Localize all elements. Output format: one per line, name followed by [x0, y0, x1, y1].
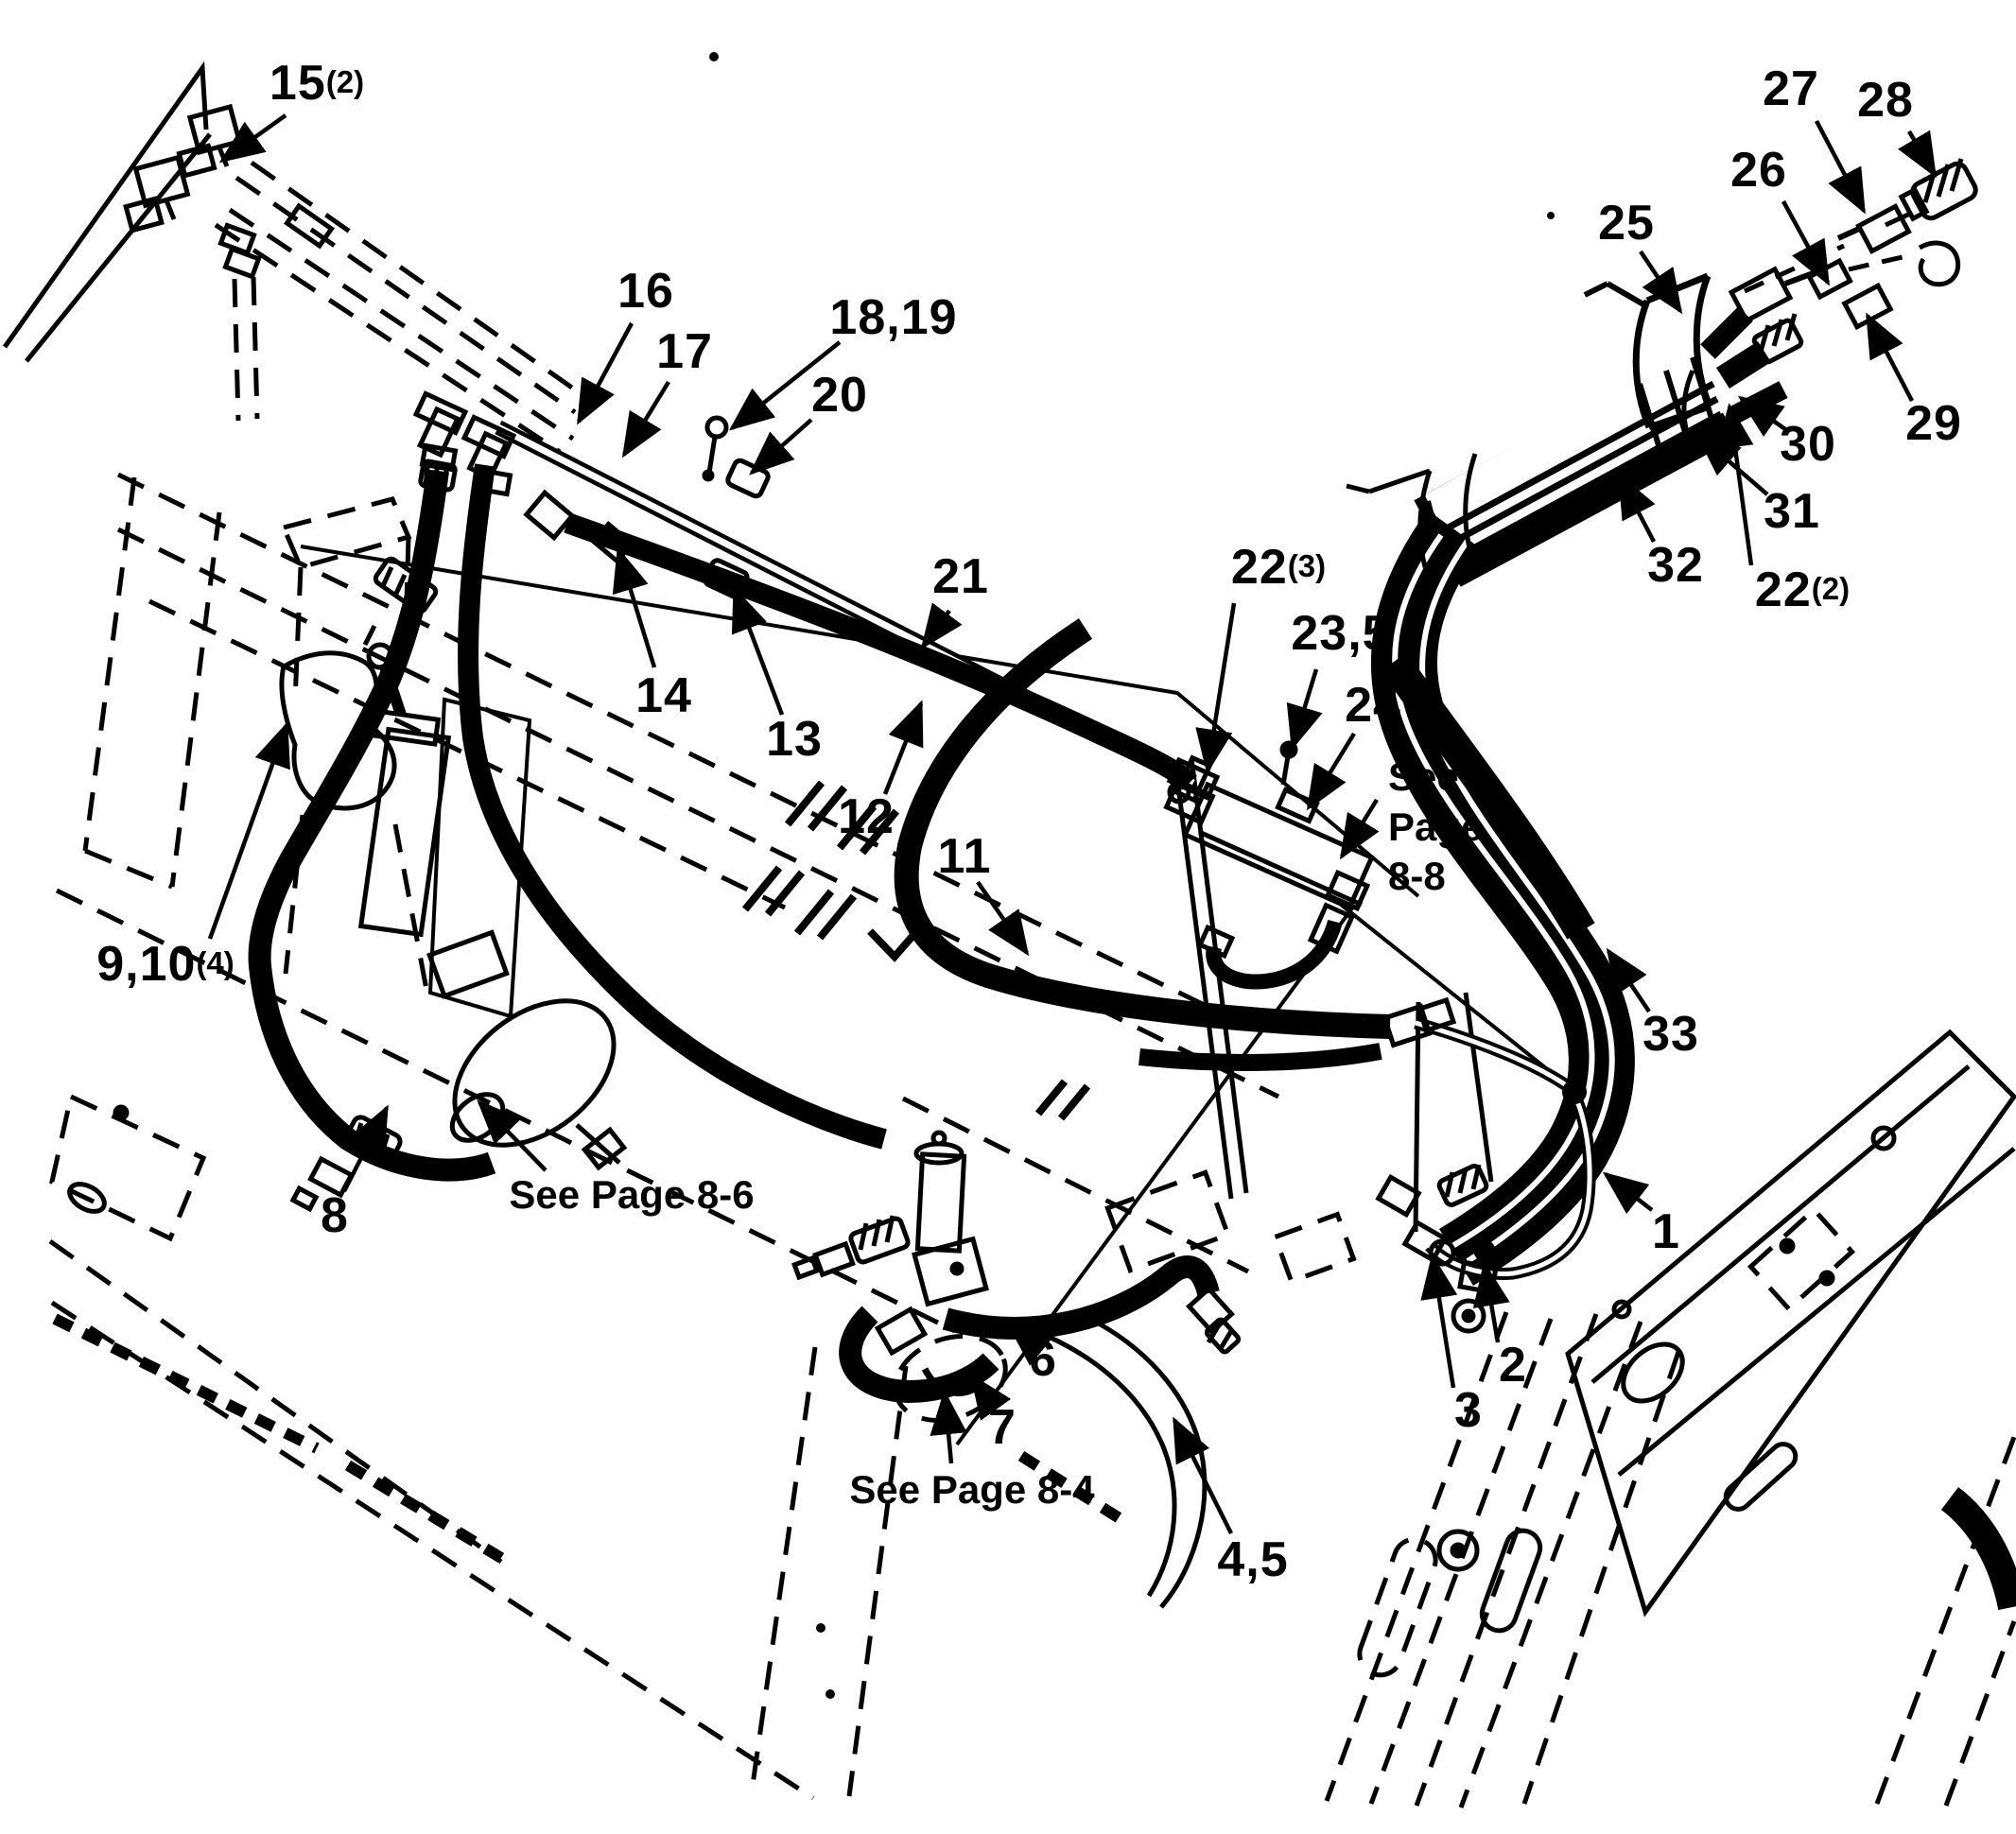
- hose-11: [894, 618, 1391, 1039]
- left-lift-cylinder: [357, 624, 452, 938]
- cylinder-drain-hose: [1206, 919, 1343, 990]
- leader-arrow-14: [612, 546, 657, 668]
- leader-arrow-28: [1898, 130, 1937, 179]
- leader-arrow-8: [341, 1104, 390, 1193]
- leader-arrow-17: [621, 380, 670, 458]
- hose-bundle-s-curve: [1370, 510, 1635, 1287]
- leader-arrow-33: [1606, 947, 1651, 1013]
- leader-arrow-22-2: [1716, 403, 1754, 566]
- leader-arrow-3: [1420, 1254, 1458, 1389]
- hose-6-end-fitting: [1186, 1285, 1242, 1355]
- leader-arrow-9-10: [207, 721, 290, 940]
- hydraulic-hoses: [248, 226, 1861, 1404]
- leader-arrow-22-3: [1195, 602, 1237, 774]
- leader-arrow-31: [1695, 432, 1769, 496]
- leader-arrow-1: [1602, 1171, 1654, 1215]
- cutaway-hatch-bands: [52, 1313, 1129, 1564]
- leader-arrow-12: [882, 700, 924, 795]
- leader-arrow-15: [218, 113, 287, 164]
- leader-arrow-7: [969, 1373, 1012, 1421]
- hose-fan-lower: [1138, 1043, 1382, 1071]
- centre-valve-assembly: [791, 1130, 989, 1396]
- hose-7: [839, 1306, 999, 1404]
- leader-arrow-6: [1006, 1323, 1053, 1366]
- callout-leader-arrows: [207, 113, 1937, 1535]
- leader-arrow-20: [749, 418, 813, 476]
- beam-break-marks: [741, 780, 1091, 1121]
- leader-arrow-see-page-8-4: [930, 1390, 967, 1464]
- hose-to-centre-valve: [458, 463, 887, 1150]
- bolt-18-19: [702, 415, 729, 482]
- hose-1-end-fittings: [1375, 996, 1499, 1295]
- leader-arrow-11: [976, 880, 1030, 957]
- leader-arrow-29: [1866, 312, 1914, 403]
- tee-fittings-16-17: [412, 390, 635, 564]
- leader-arrow-32: [1618, 473, 1656, 544]
- leader-arrow-27: [1815, 119, 1866, 215]
- leader-arrow-see-page-8-6: [477, 1099, 547, 1172]
- leader-arrow-21: [920, 602, 963, 650]
- leader-arrow-16: [577, 321, 634, 425]
- leader-arrow-26: [1781, 199, 1830, 286]
- leader-arrow-2: [1472, 1261, 1510, 1343]
- cylinder-8-8: [1163, 740, 1375, 960]
- inline-connector: [373, 556, 439, 614]
- leader-arrow-24: [1306, 732, 1356, 811]
- hose-6: [942, 1255, 1220, 1340]
- machine-outlines: [2, 52, 2016, 1699]
- leader-arrow-18-19: [728, 340, 842, 431]
- hose-33: [1381, 652, 1595, 940]
- hose-12: [564, 512, 1197, 791]
- leader-arrow-13: [731, 586, 785, 716]
- leader-arrow-see-page-8-8: [1339, 798, 1380, 860]
- leader-arrow-4-5: [1172, 1416, 1234, 1535]
- elbow-fittings-15: [123, 103, 243, 234]
- exploded-fittings-top-right: [1728, 158, 1978, 365]
- leader-arrow-23-5: [1286, 668, 1323, 751]
- leader-arrow-25: [1639, 250, 1683, 315]
- bundle-clamps: [1346, 272, 1713, 587]
